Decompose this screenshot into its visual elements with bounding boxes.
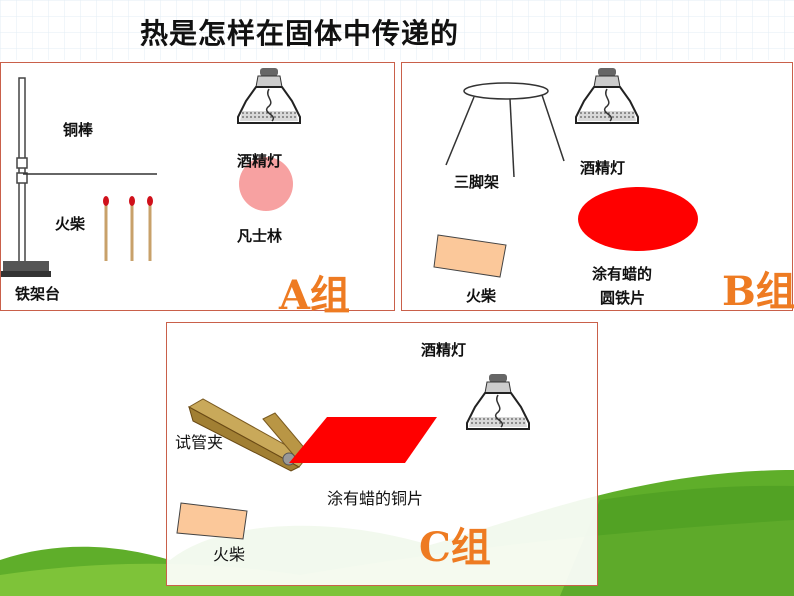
label-alcohol-lamp-c: 酒精灯 [421,341,467,359]
alcohol-lamp-illustration [237,68,301,124]
group-label-a: A组 [279,272,351,319]
panel-b: 三脚架 酒精灯 火柴 涂有蜡的 圆铁片 B组 [401,62,794,315]
alcohol-lamp-illustration-b [575,68,639,124]
label-iron-stand: 铁架台 [15,285,61,303]
label-tripod: 三脚架 [454,173,500,191]
panel-a: 铜棒 酒精灯 火柴 凡士林 铁架台 A组 [0,62,395,319]
tripod-illustration [445,82,565,178]
vaseline-illustration [239,157,293,211]
copper-rod-illustration [23,173,157,175]
matchbox-illustration-c [176,502,248,540]
matches-illustration [103,196,153,261]
label-alcohol-lamp-b: 酒精灯 [580,159,626,177]
label-copper-rod: 铜棒 [63,121,94,139]
panel-c: 酒精灯 试管夹 涂有蜡的铜片 火柴 C组 [166,322,598,586]
matchbox-illustration-b [433,234,507,278]
waxed-iron-disc-illustration [578,187,698,251]
label-disc-line1: 涂有蜡的 [592,265,653,283]
test-tube-clamp-illustration [181,397,321,497]
label-waxed-copper-plate: 涂有蜡的铜片 [327,489,424,508]
label-alcohol-lamp-a: 酒精灯 [237,152,283,170]
label-disc-line2: 圆铁片 [600,289,646,307]
label-matches-b: 火柴 [466,287,497,305]
label-matches-c: 火柴 [213,545,246,564]
alcohol-lamp-illustration-c [466,374,530,430]
label-matches-a: 火柴 [55,215,86,233]
label-vaseline: 凡士林 [237,227,283,245]
group-label-b: B组 [722,268,794,315]
waxed-copper-plate-illustration [289,417,437,463]
label-test-tube-clamp: 试管夹 [175,433,224,452]
grid-background-decoration [0,0,794,60]
iron-stand-illustration [1,77,51,277]
group-label-c: C组 [419,524,491,571]
page-title: 热是怎样在固体中传递的 [140,17,460,50]
